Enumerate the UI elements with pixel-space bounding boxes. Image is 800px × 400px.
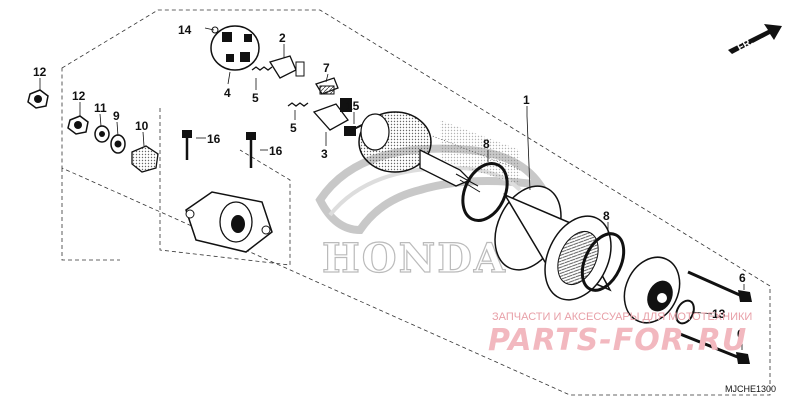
callout-10: 10 [135,119,149,133]
diagram-code: MJCHE1300 [725,384,776,394]
shop-watermark-logo: PARTS-FOR.RU [488,323,747,358]
callout-8-right: 8 [603,209,610,223]
brush-holder-plate-part [210,25,260,71]
shop-watermark-text: ЗАПЧАСТИ И АКСЕССУАРЫ ДЛЯ МОТОТЕХНИКИ [492,311,752,323]
bolt-16-left-part [182,130,192,160]
callout-6-lower: 6 [737,327,744,341]
callout-8-left: 8 [483,137,490,151]
callout-6-upper: 6 [739,271,746,285]
armature-part [358,111,521,193]
spring-upper-part [251,66,273,71]
washer-9-part [110,134,126,154]
callout-13: 13 [712,307,726,321]
long-bolt-upper-part [687,270,752,302]
front-direction-arrow: FR. [728,24,782,54]
callout-12: 12 [72,89,86,103]
front-cover-box [159,108,291,266]
insulator-10-part [131,145,159,173]
frame-left-box [61,168,120,261]
nut-12-left-part [27,89,49,109]
brush-terminal-part [268,55,339,95]
callout-16-right: 16 [269,144,283,158]
long-bolt-lower-part [679,332,750,364]
rear-cover-part [623,256,681,324]
spring-lower-part [287,102,309,107]
motor-yoke-part [494,185,612,301]
leader-lines [39,27,745,350]
bolt-16-right-part [246,132,256,168]
callout-12-left: 12 [33,65,47,79]
callout-3: 3 [321,147,328,161]
o-ring-right-part [580,232,626,292]
callout-5-upper: 5 [252,91,259,105]
o-ring-13-part [675,299,695,325]
callout-16-left: 16 [207,132,221,146]
callout-4: 4 [224,86,231,100]
callout-1: 1 [523,93,530,107]
front-cover-part [185,191,273,253]
callout-15: 15 [346,99,360,113]
callout-11: 11 [94,101,107,115]
callout-7: 7 [323,61,330,75]
nut-12-part [67,115,89,135]
callout-14: 14 [178,23,192,37]
honda-watermark-text: HONDA [322,235,507,282]
assembly-frame [61,9,771,396]
o-ring-left-part [461,162,509,222]
callout-9: 9 [113,109,120,123]
callout-5-lower: 5 [290,121,297,135]
washer-11-part [94,125,110,143]
brush-holder-part [312,98,352,131]
callout-2: 2 [279,31,286,45]
